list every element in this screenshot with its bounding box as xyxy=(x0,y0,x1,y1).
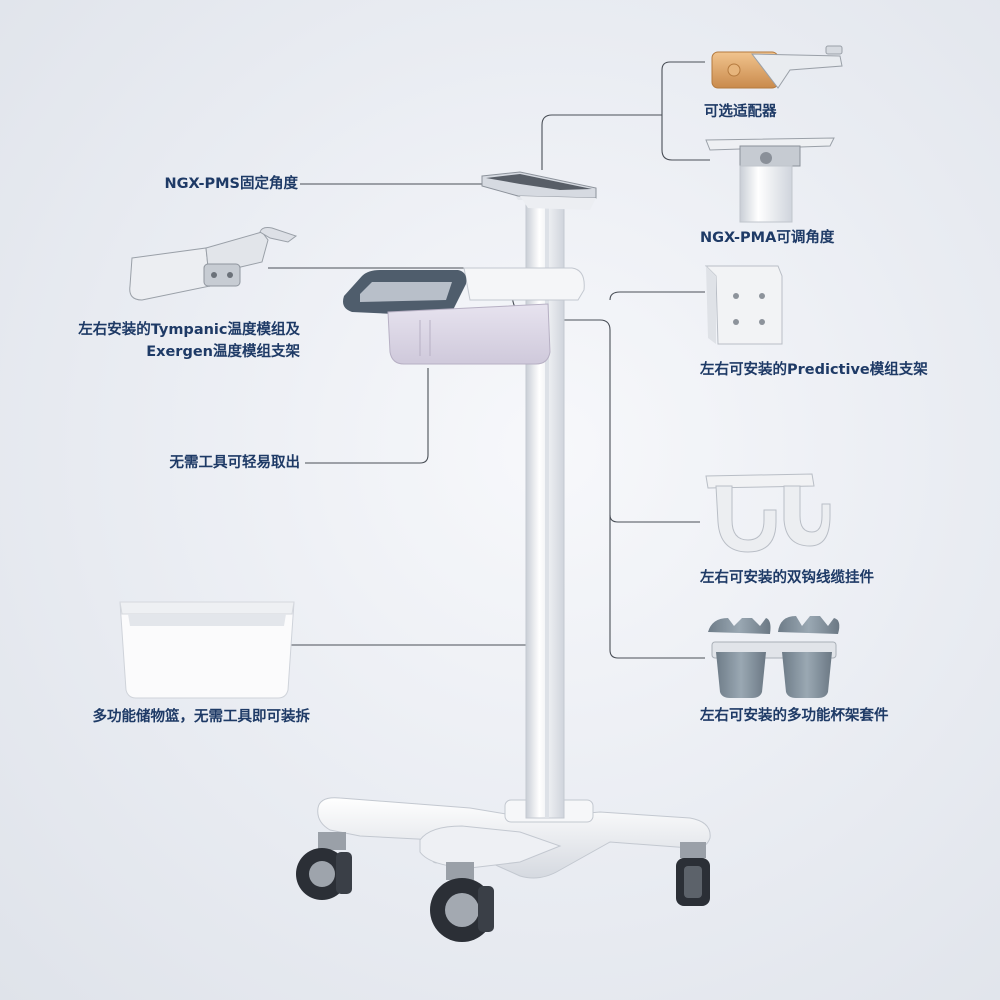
leader-tool-free xyxy=(305,368,429,464)
leader-hooks xyxy=(609,291,705,301)
caster-wheel-left xyxy=(296,832,352,900)
label-predictive: 左右可安装的Predictive模组支架 xyxy=(700,362,928,378)
label-double-hook: 左右可安装的双钩线缆挂件 xyxy=(700,570,874,586)
label-tool-free: 无需工具可轻易取出 xyxy=(169,455,301,471)
caster-wheel-right xyxy=(676,842,710,906)
ngx-pms-mount xyxy=(481,171,597,210)
cart-base xyxy=(317,797,711,879)
label-adapter: 可选适配器 xyxy=(704,104,777,120)
ngx-pma-thumb xyxy=(705,137,835,223)
label-ngx-pma: NGX-PMA可调角度 xyxy=(700,230,835,246)
label-basket: 多功能储物篮，无需工具即可装拆 xyxy=(92,709,311,725)
tool-free-bin xyxy=(343,267,585,365)
tympanic-bracket-thumb xyxy=(129,227,298,301)
predictive-bracket-thumb xyxy=(704,265,783,345)
storage-basket-thumb xyxy=(119,601,295,699)
label-tympanic-line2: Exergen温度模组支架 xyxy=(146,344,300,360)
label-tympanic-line1: 左右安装的Tympanic温度模组及 xyxy=(78,322,300,338)
leader-cups xyxy=(609,515,705,659)
label-ngx-pms: NGX-PMS固定角度 xyxy=(164,176,298,192)
adapter-thumb xyxy=(711,45,843,89)
label-cup-holder: 左右可安装的多功能杯架套件 xyxy=(700,708,889,724)
leader-adapter xyxy=(541,61,710,170)
cup-holder-thumb xyxy=(708,616,840,698)
double-hook-thumb xyxy=(705,473,831,553)
caster-wheel-front xyxy=(430,862,494,942)
